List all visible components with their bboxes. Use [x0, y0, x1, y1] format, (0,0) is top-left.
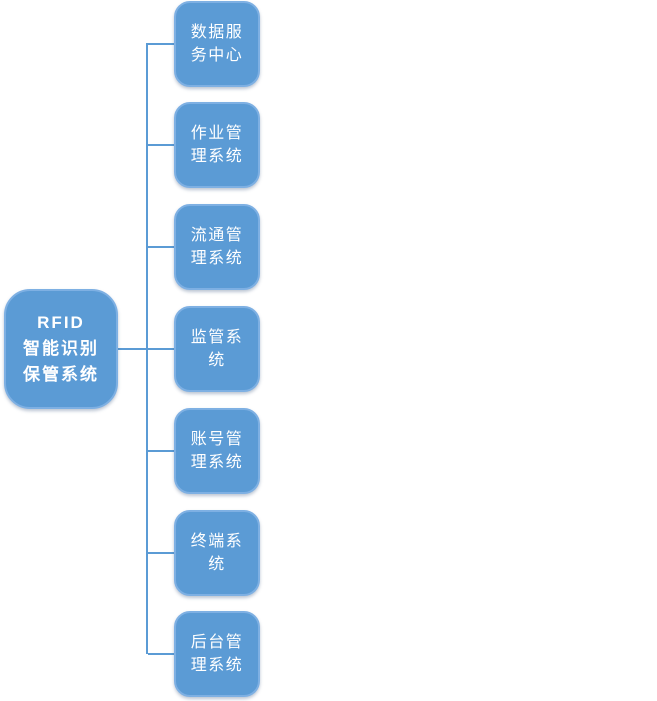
root-node-rfid-system: RFID 智能识别 保管系统 — [4, 289, 118, 409]
connector-root-branch-line — [118, 348, 146, 350]
child-node-supervision-system: 监管系 统 — [174, 306, 260, 392]
connector-branch-line — [148, 144, 174, 146]
connector-branch-line — [148, 348, 174, 350]
child-node-data-service-center: 数据服 务中心 — [174, 1, 260, 87]
child-node-backend-management-system: 后台管 理系统 — [174, 611, 260, 697]
child-node-operation-management-system: 作业管 理系统 — [174, 102, 260, 188]
connector-branch-line — [148, 552, 174, 554]
connector-branch-line — [148, 450, 174, 452]
child-node-account-management-system: 账号管 理系统 — [174, 408, 260, 494]
connector-branch-line — [148, 43, 174, 45]
child-node-circulation-management-system: 流通管 理系统 — [174, 204, 260, 290]
connector-branch-line — [148, 653, 174, 655]
child-node-terminal-system: 终端系 统 — [174, 510, 260, 596]
connector-trunk-line — [146, 43, 148, 654]
connector-branch-line — [148, 246, 174, 248]
